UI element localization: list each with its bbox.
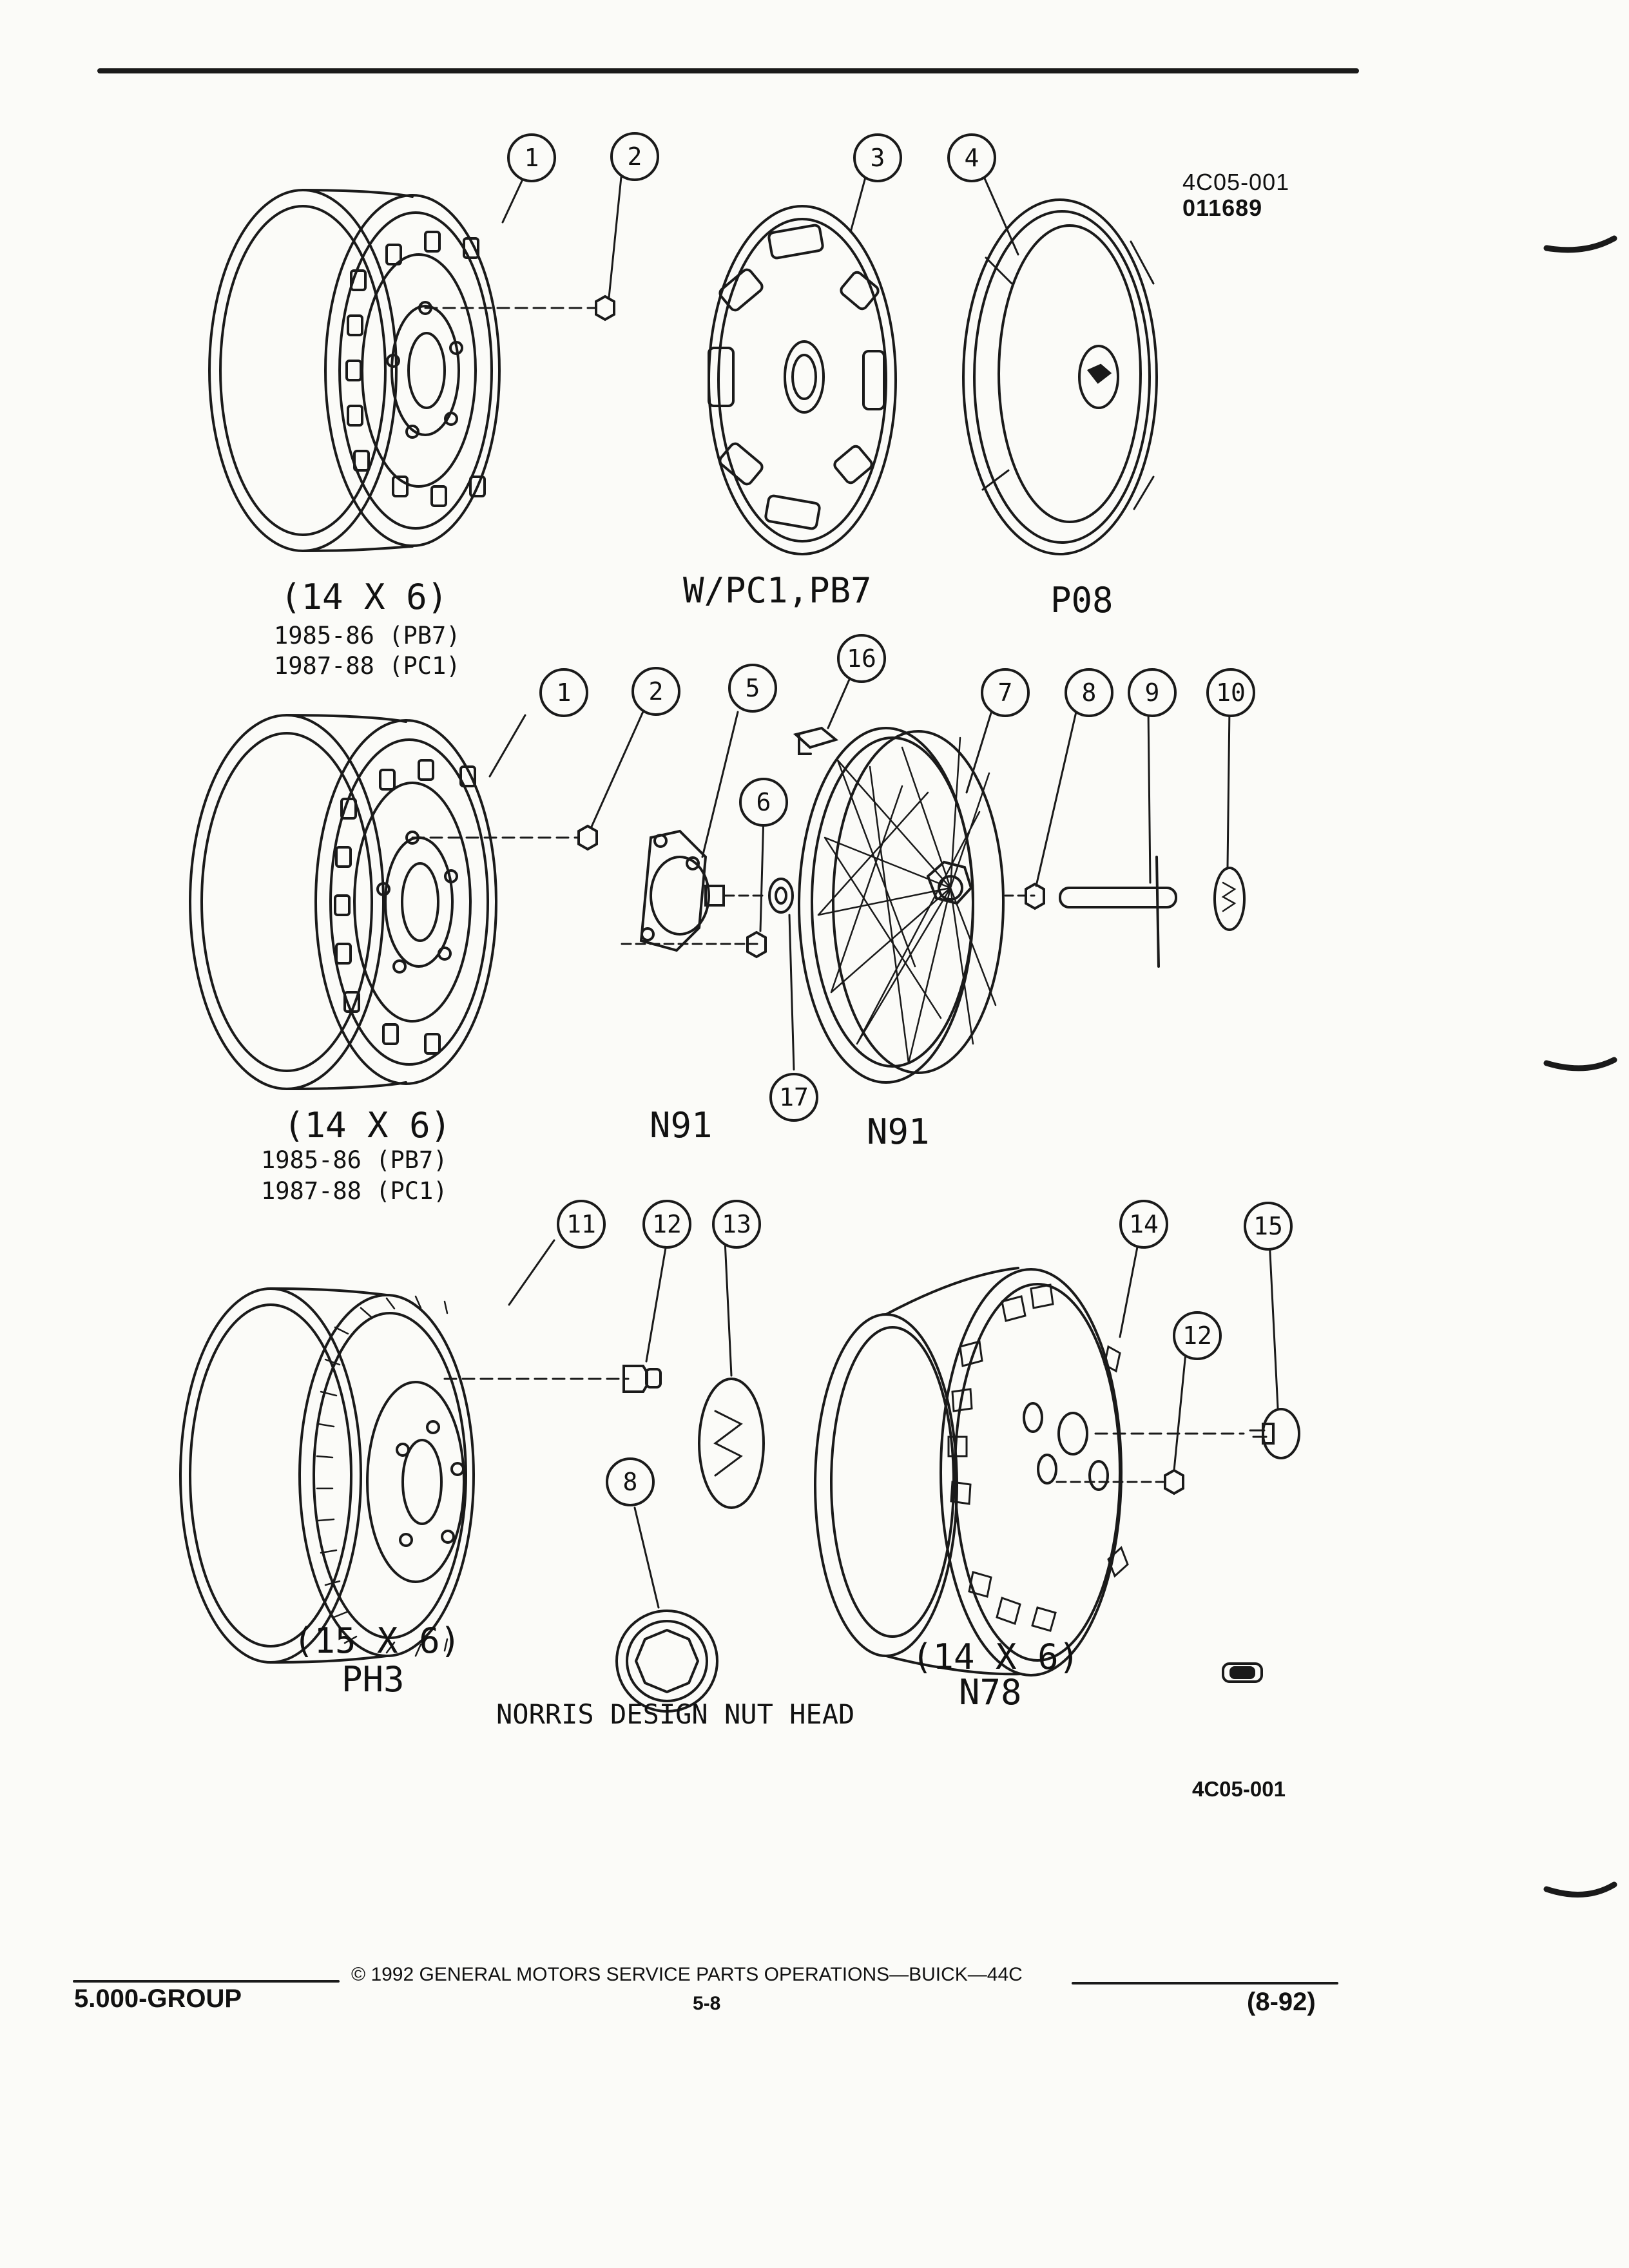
emblem-13 (698, 1239, 765, 1509)
footer-copyright: © 1992 GENERAL MOTORS SERVICE PARTS OPER… (351, 1964, 1023, 1985)
callout-number: 15 (1244, 1202, 1293, 1251)
caption-year: 1987-88 (PC1) (274, 652, 461, 680)
styled-wheel-11 (179, 1239, 630, 1664)
callout-number: 14 (1119, 1200, 1168, 1249)
caption-year: 1985-86 (PB7) (261, 1146, 448, 1174)
gm-logo (1222, 1662, 1263, 1683)
clip-16 (793, 675, 852, 755)
callout-number: 17 (769, 1073, 818, 1122)
wrench-9 (1059, 707, 1177, 968)
callout-number: 6 (739, 778, 788, 827)
lug-nut-12b (1164, 1352, 1187, 1495)
callout-number: 12 (1173, 1311, 1222, 1360)
callout-number: 9 (1128, 668, 1177, 717)
footer-page: 5-8 (693, 1993, 721, 2014)
callout-number: 2 (631, 667, 680, 716)
callout-number: 13 (712, 1200, 761, 1249)
callout-number: 11 (557, 1200, 606, 1249)
callout-number: 16 (837, 634, 886, 683)
binder-mark (1543, 235, 1617, 253)
hubcap-4 (962, 173, 1158, 555)
wire-wheel-cover-7 (798, 707, 1036, 1084)
caption-year: 1985-86 (PB7) (274, 622, 461, 649)
steel-wheel-2 (189, 714, 580, 1090)
caption-size: (14 X 6) (284, 1105, 452, 1146)
caption-year: 1987-88 (PC1) (261, 1177, 448, 1205)
callout-number: 2 (610, 132, 659, 181)
nut-6 (746, 814, 767, 959)
caption-option: PH3 (342, 1659, 405, 1700)
center-cap-15 (1249, 1239, 1300, 1459)
caption-size: (14 X 6) (912, 1637, 1080, 1677)
figure-date: 011689 (1182, 195, 1263, 221)
lug-nut (595, 169, 623, 322)
callout-number: 4 (947, 133, 996, 182)
callout-number: 12 (642, 1200, 691, 1249)
lug-nut (577, 707, 646, 851)
footer-group: 5.000-GROUP (74, 1984, 242, 2013)
caption-option: N78 (959, 1672, 1022, 1713)
callout-number: 3 (853, 133, 902, 182)
caption-option: P08 (1050, 580, 1113, 620)
caption-size: (15 X 6) (293, 1620, 461, 1661)
adapter-5 (621, 711, 768, 952)
callout-number: 1 (539, 668, 588, 717)
figure-code: 4C05-001 (1182, 169, 1290, 195)
callout-number: 1 (507, 133, 556, 182)
hubcap-3 (708, 171, 897, 555)
binder-mark (1543, 1881, 1617, 1898)
washer-17 (768, 878, 795, 1071)
caption-option: W/PC1,PB7 (683, 570, 872, 611)
lug-nut-12 (622, 1239, 668, 1393)
callout-number: 10 (1206, 668, 1255, 717)
bottom-figure-code: 4C05-001 (1192, 1777, 1286, 1801)
footer-date: (8-92) (1247, 1988, 1316, 2016)
callout-number: 7 (981, 668, 1030, 717)
callout-number: 5 (728, 664, 777, 713)
norris-nut-8 (615, 1506, 718, 1713)
caption-option: N91 (650, 1105, 713, 1146)
styled-wheel-14 (814, 1236, 1245, 1677)
caption-size: (14 X 6) (280, 577, 448, 617)
callout-number: 8 (1065, 668, 1113, 717)
emblem-10 (1213, 707, 1246, 931)
caption-norris: NORRIS DESIGN NUT HEAD (496, 1698, 855, 1730)
callout-number: 8 (606, 1457, 655, 1506)
steel-wheel-1 (208, 189, 597, 552)
caption-option: N91 (867, 1111, 930, 1152)
binder-mark (1543, 1057, 1617, 1072)
nut-8 (1025, 711, 1077, 910)
